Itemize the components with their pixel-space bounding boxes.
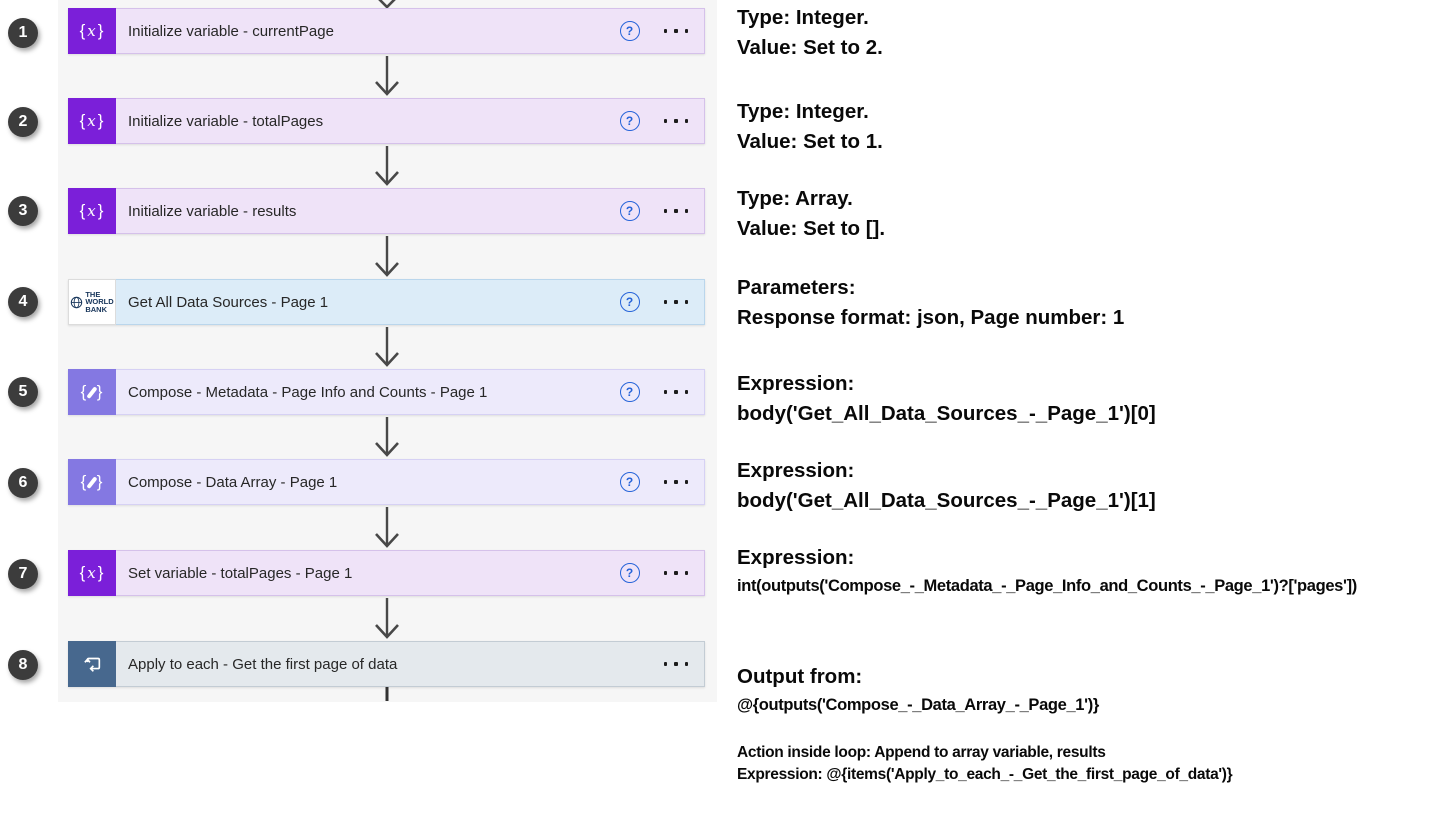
action-card-set-variable-totalpages[interactable]: {x} Set variable - totalPages - Page 1 ? (68, 550, 705, 596)
annotation-step-8: Output from: @{outputs('Compose_-_Data_A… (737, 665, 1233, 783)
annotation-step-4: Parameters: Response format: json, Page … (737, 276, 1125, 329)
help-icon[interactable]: ? (619, 111, 640, 131)
annotation-step-6: Expression: body('Get_All_Data_Sources_-… (737, 459, 1156, 512)
variable-icon: {x} (68, 98, 116, 144)
annotation-step-7: Expression: int(outputs('Compose_-_Metad… (737, 546, 1357, 595)
more-options-icon[interactable] (663, 209, 688, 213)
apply-to-each-icon (68, 641, 116, 687)
action-title: Initialize variable - currentPage (128, 22, 334, 40)
help-icon[interactable]: ? (619, 201, 640, 221)
action-card-apply-to-each[interactable]: Apply to each - Get the first page of da… (68, 641, 705, 687)
compose-icon: {} (68, 459, 116, 505)
annotation-step-5: Expression: body('Get_All_Data_Sources_-… (737, 372, 1156, 425)
more-options-icon[interactable] (663, 29, 688, 33)
step-number-badge: 3 (8, 196, 38, 226)
action-card-initialize-variable-totalpages[interactable]: {x} Initialize variable - totalPages ? (68, 98, 705, 144)
connector-arrow (374, 598, 400, 639)
help-icon[interactable]: ? (619, 382, 640, 402)
connector-line (374, 687, 400, 701)
annotation-step-2: Type: Integer. Value: Set to 1. (737, 100, 883, 153)
action-title: Initialize variable - totalPages (128, 112, 324, 130)
more-options-icon[interactable] (663, 480, 688, 484)
help-icon[interactable]: ? (619, 21, 640, 41)
step-number-badge: 1 (8, 18, 38, 48)
variable-icon: {x} (68, 8, 116, 54)
action-title: Get All Data Sources - Page 1 (128, 293, 329, 311)
compose-icon: {} (68, 369, 116, 415)
connector-arrow (374, 507, 400, 548)
step-number-badge: 6 (8, 468, 38, 498)
connector-arrow (374, 146, 400, 186)
annotation-step-1: Type: Integer. Value: Set to 2. (737, 6, 883, 59)
worldbank-icon: THE WORLD BANK (68, 279, 116, 325)
step-number-badge: 8 (8, 650, 38, 680)
action-title: Initialize variable - results (128, 202, 297, 220)
step-number-badge: 5 (8, 377, 38, 407)
connector-arrow (374, 236, 400, 277)
annotation-step-3: Type: Array. Value: Set to []. (737, 187, 886, 240)
more-options-icon[interactable] (663, 662, 688, 666)
connector-arrow (374, 327, 400, 367)
help-icon[interactable]: ? (619, 292, 640, 312)
connector-arrow (374, 56, 400, 96)
more-options-icon[interactable] (663, 390, 688, 394)
step-number-badge: 2 (8, 107, 38, 137)
action-title: Compose - Data Array - Page 1 (128, 473, 338, 491)
connector-arrow (374, 417, 400, 457)
action-card-compose-metadata[interactable]: {} Compose - Metadata - Page Info and Co… (68, 369, 705, 415)
step-number-badge: 4 (8, 287, 38, 317)
action-title: Set variable - totalPages - Page 1 (128, 564, 353, 582)
help-icon[interactable]: ? (619, 563, 640, 583)
action-card-get-all-data-sources[interactable]: THE WORLD BANK Get All Data Sources - Pa… (68, 279, 705, 325)
action-card-initialize-variable-currentpage[interactable]: {x} Initialize variable - currentPage ? (68, 8, 705, 54)
help-icon[interactable]: ? (619, 472, 640, 492)
action-title: Compose - Metadata - Page Info and Count… (128, 383, 488, 401)
action-title: Apply to each - Get the first page of da… (128, 655, 398, 673)
variable-icon: {x} (68, 550, 116, 596)
globe-icon (71, 296, 83, 308)
more-options-icon[interactable] (663, 119, 688, 123)
connector-arrow (374, 0, 400, 9)
more-options-icon[interactable] (663, 571, 688, 575)
action-card-compose-data-array[interactable]: {} Compose - Data Array - Page 1 ? (68, 459, 705, 505)
action-card-initialize-variable-results[interactable]: {x} Initialize variable - results ? (68, 188, 705, 234)
more-options-icon[interactable] (663, 300, 688, 304)
step-number-badge: 7 (8, 559, 38, 589)
variable-icon: {x} (68, 188, 116, 234)
